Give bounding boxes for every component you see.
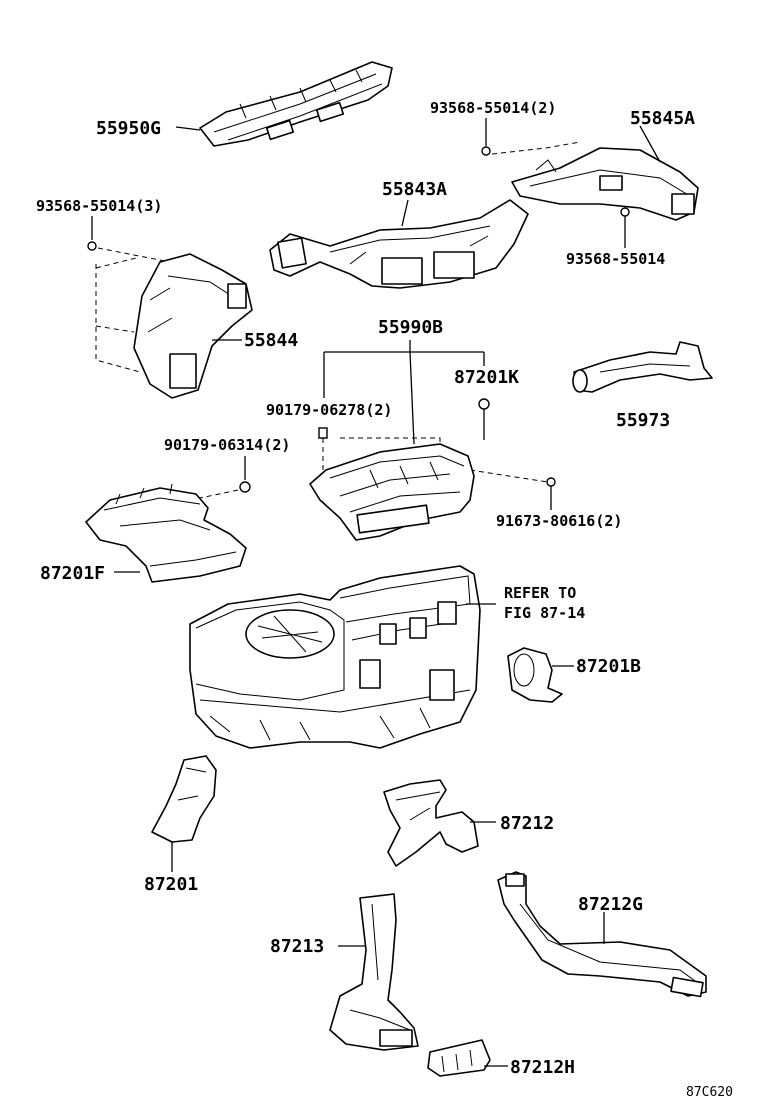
leader-55843A: [401, 199, 409, 227]
part-55990B-drawing: [309, 443, 475, 541]
part-55843A-drawing: [269, 199, 529, 289]
part-87201-drawing: [151, 755, 217, 843]
part-55973-drawing: [572, 341, 713, 393]
part-55845A-drawing: [511, 147, 699, 221]
label-55844: 55844: [244, 330, 298, 351]
label-93568-55014: 93568-55014: [566, 250, 665, 268]
nut-icon: [239, 481, 251, 493]
part-87213-drawing: [329, 893, 419, 1051]
label-55950G: 55950G: [96, 118, 161, 139]
label-90179-06278: 90179-06278(2): [266, 401, 392, 419]
label-91673-80616: 91673-80616(2): [496, 512, 622, 530]
label-87201K: 87201K: [454, 367, 519, 388]
bolt-icon: [87, 241, 97, 251]
part-55950G-drawing: [199, 61, 393, 147]
label-93568-55014-2: 93568-55014(2): [430, 99, 556, 117]
clip-icon: [478, 398, 490, 410]
part-87212G-drawing: [497, 871, 707, 998]
bolt-icon: [481, 146, 491, 156]
part-87212H-drawing: [427, 1039, 491, 1077]
label-87201: 87201: [144, 874, 198, 895]
label-55843A: 55843A: [382, 179, 447, 200]
label-55973: 55973: [616, 410, 670, 431]
nut-icon: [318, 427, 328, 439]
label-55990B: 55990B: [378, 317, 443, 338]
part-heater-unit-drawing: [189, 565, 481, 749]
bolt-icon: [546, 477, 556, 487]
label-55845A: 55845A: [630, 108, 695, 129]
part-87201B-drawing: [507, 647, 563, 703]
part-55844-drawing: [133, 253, 253, 399]
leader-55950G: [175, 126, 201, 131]
figure-code: 87C620: [686, 1085, 733, 1100]
label-87201B: 87201B: [576, 656, 641, 677]
leader-55990B: [323, 340, 485, 445]
part-87212-drawing: [383, 779, 479, 867]
refer-fig-text: FIG 87-14: [504, 604, 585, 622]
label-87212H: 87212H: [510, 1057, 575, 1078]
label-90179-06314: 90179-06314(2): [164, 436, 290, 454]
label-87212: 87212: [500, 813, 554, 834]
label-87201F: 87201F: [40, 563, 105, 584]
label-87213: 87213: [270, 936, 324, 957]
bolt-icon: [620, 207, 630, 217]
label-87212G: 87212G: [578, 894, 643, 915]
part-87201F-drawing: [85, 483, 247, 583]
label-93568-55014-3: 93568-55014(3): [36, 197, 162, 215]
leader-55845A: [639, 125, 661, 163]
refer-to-text: REFER TO: [504, 584, 576, 602]
